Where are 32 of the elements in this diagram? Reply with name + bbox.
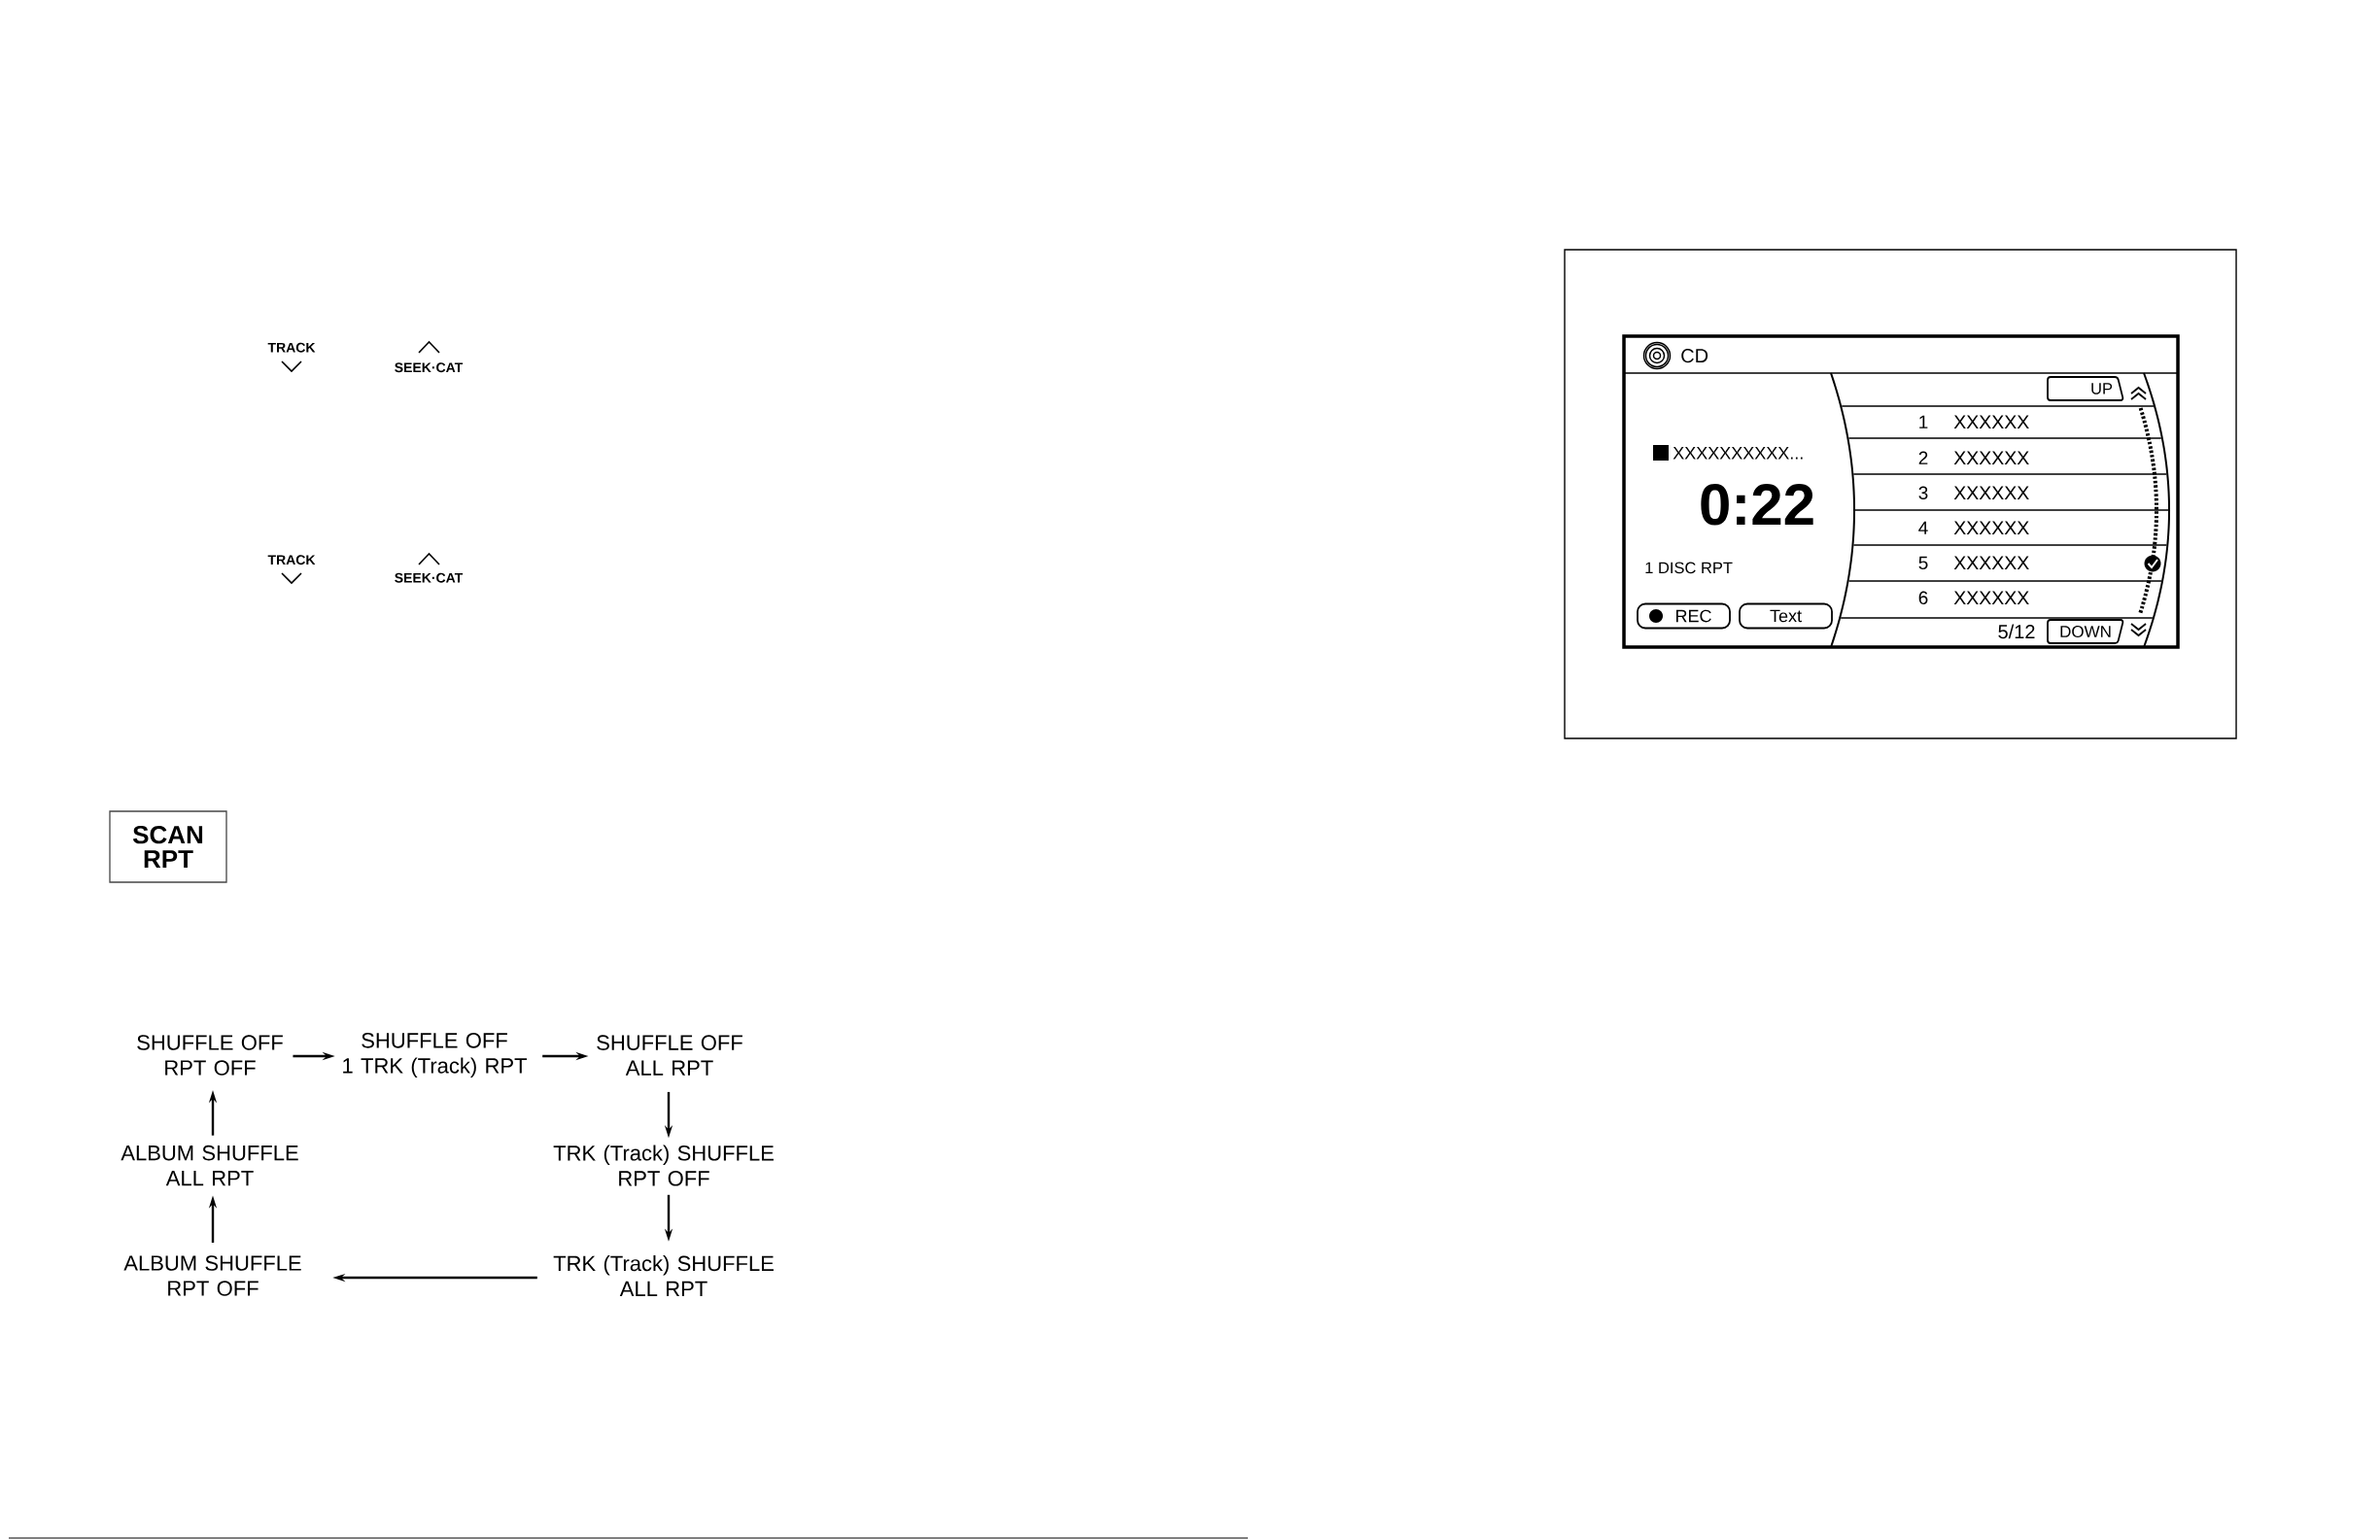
- button: DOWN: [2047, 619, 2124, 644]
- track-title: XXXXXXXXXX...: [1673, 447, 1803, 460]
- time-display: 0:22: [1701, 484, 1813, 526]
- state-label: TRK (Track) SHUFFLE RPT OFF: [553, 1145, 774, 1186]
- list-number: 5: [1918, 556, 1928, 569]
- list-number: 4: [1918, 521, 1928, 534]
- list-item: XXXXXX: [1953, 556, 2029, 569]
- list-number: 3: [1918, 486, 1928, 499]
- list-item: XXXXXX: [1953, 521, 2029, 534]
- list-item: XXXXXX: [1953, 486, 2029, 499]
- list-item: XXXXXX: [1953, 451, 2029, 464]
- button-label: SEEK·CAT: [395, 572, 464, 583]
- state-label: ALBUM SHUFFLE ALL RPT: [121, 1145, 298, 1186]
- button-label: SEEK·CAT: [395, 362, 464, 373]
- list-number: 1: [1919, 415, 1928, 428]
- state-label: SHUFFLE OFF ALL RPT: [597, 1035, 742, 1076]
- state-label: SHUFFLE OFF 1 TRK (Track) RPT: [343, 1033, 527, 1078]
- status-text: 1 DISC RPT: [1645, 562, 1733, 574]
- button-label: TRACK: [267, 555, 316, 565]
- button: Text: [1739, 602, 1833, 630]
- button: REC: [1637, 602, 1731, 630]
- button: UP: [2047, 376, 2124, 401]
- state-label: SHUFFLE OFF RPT OFF: [137, 1035, 283, 1076]
- list-item: XXXXXX: [1953, 591, 2029, 604]
- state-label: ALBUM SHUFFLE RPT OFF: [123, 1255, 301, 1296]
- screen-title: CD: [1681, 349, 1708, 363]
- state-label: TRK (Track) SHUFFLE ALL RPT: [553, 1255, 774, 1296]
- list-item: XXXXXX: [1953, 415, 2029, 428]
- button: SCAN RPT: [109, 810, 227, 883]
- button-label: TRACK: [267, 342, 316, 353]
- list-number: 2: [1918, 451, 1928, 464]
- list-number: 6: [1918, 591, 1928, 604]
